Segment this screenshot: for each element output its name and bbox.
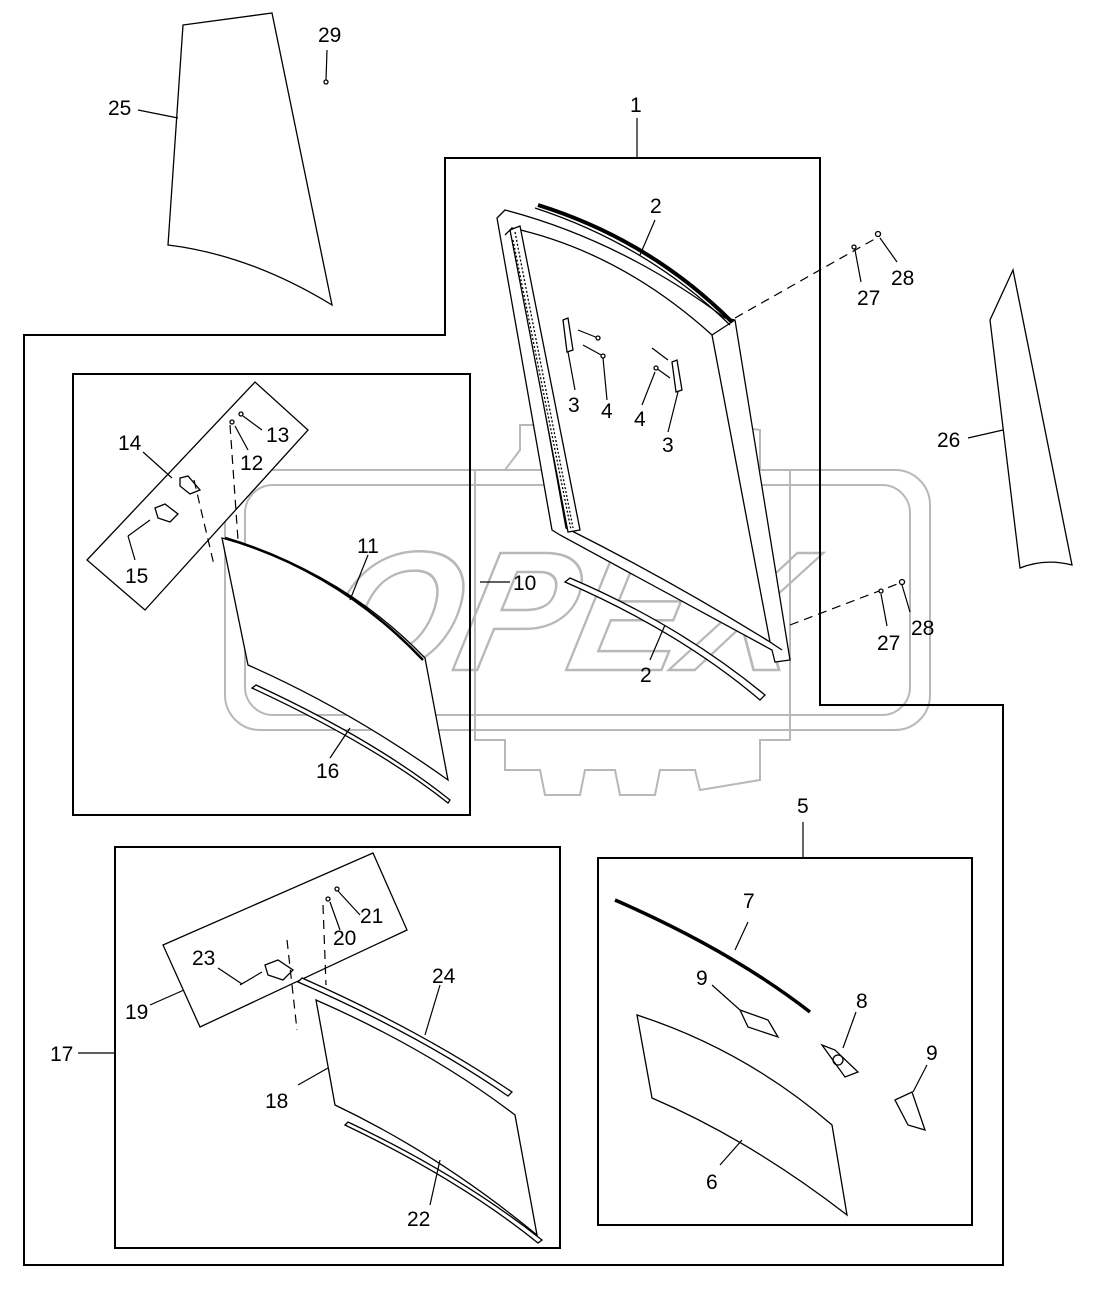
group-5-frame: [597, 857, 973, 1226]
callout-6: 6: [706, 1171, 718, 1194]
callout-9-left: 9: [696, 967, 708, 990]
callout-24: 24: [432, 965, 456, 988]
callout-12: 12: [240, 452, 263, 475]
leader-lines: [78, 49, 1004, 1206]
callout-22: 22: [407, 1208, 430, 1231]
callout-8: 8: [856, 990, 868, 1013]
callout-23: 23: [192, 947, 215, 970]
callout-15: 15: [125, 565, 148, 588]
callout-25: 25: [108, 97, 131, 120]
callout-20: 20: [333, 927, 356, 950]
callout-4-left: 4: [601, 400, 613, 423]
side-glass-25: [167, 12, 333, 307]
group-5-parts: [614, 898, 927, 1217]
side-glass-26: [989, 267, 1073, 569]
callout-27-top: 27: [857, 287, 880, 310]
callout-5: 5: [797, 795, 809, 818]
group-1-frame: [23, 157, 1004, 1266]
callout-10: 10: [513, 572, 536, 595]
callout-17: 17: [50, 1043, 73, 1066]
bolt-28-bottom: [898, 578, 906, 586]
group-17-parts: [162, 852, 544, 1244]
callout-3-right: 3: [662, 434, 674, 457]
seal-16: [250, 684, 451, 804]
callout-26: 26: [937, 429, 960, 452]
callout-13: 13: [266, 424, 289, 447]
callout-4-right: 4: [634, 408, 646, 431]
decal-9b: [894, 1091, 927, 1131]
callout-1: 1: [630, 94, 642, 117]
callout-19: 19: [125, 1001, 148, 1024]
callout-11: 11: [357, 535, 379, 558]
callout-27-bottom: 27: [877, 632, 900, 655]
callout-28-bottom: 28: [911, 617, 934, 640]
align-line-top: [734, 235, 881, 319]
seal-24: [296, 977, 514, 1097]
seal-22: [343, 1121, 544, 1244]
decal-8: [820, 1043, 860, 1078]
callout-21: 21: [360, 905, 383, 928]
washer-27-top: [851, 244, 857, 250]
decal-9a: [738, 1008, 780, 1039]
callout-28-top: 28: [891, 267, 914, 290]
seal-7: [614, 898, 812, 1014]
callout-2-top: 2: [650, 195, 662, 218]
windshield-frame: [496, 203, 791, 701]
callout-16: 16: [316, 760, 339, 783]
group-10-frame: [72, 373, 471, 816]
callout-29: 29: [318, 24, 341, 47]
pin-29: [323, 79, 329, 85]
group-17-frame: [114, 846, 561, 1249]
glass-18: [315, 998, 538, 1237]
glass-6: [636, 1014, 848, 1217]
callout-9-right: 9: [926, 1042, 938, 1065]
callout-14: 14: [118, 432, 142, 455]
washer-27-bottom: [878, 588, 884, 594]
inset-panel-19: [162, 852, 408, 1028]
callout-7: 7: [743, 890, 755, 913]
callout-labels: 1 2 2 3 3 4 4 5 6 7 8 9 9 10 11 12 13 14…: [50, 24, 960, 1231]
callout-2-bottom: 2: [640, 664, 652, 687]
bolt-28-top: [874, 230, 882, 238]
callout-18: 18: [265, 1090, 288, 1113]
group-10-parts: [86, 381, 451, 804]
callout-3-left: 3: [568, 394, 580, 417]
